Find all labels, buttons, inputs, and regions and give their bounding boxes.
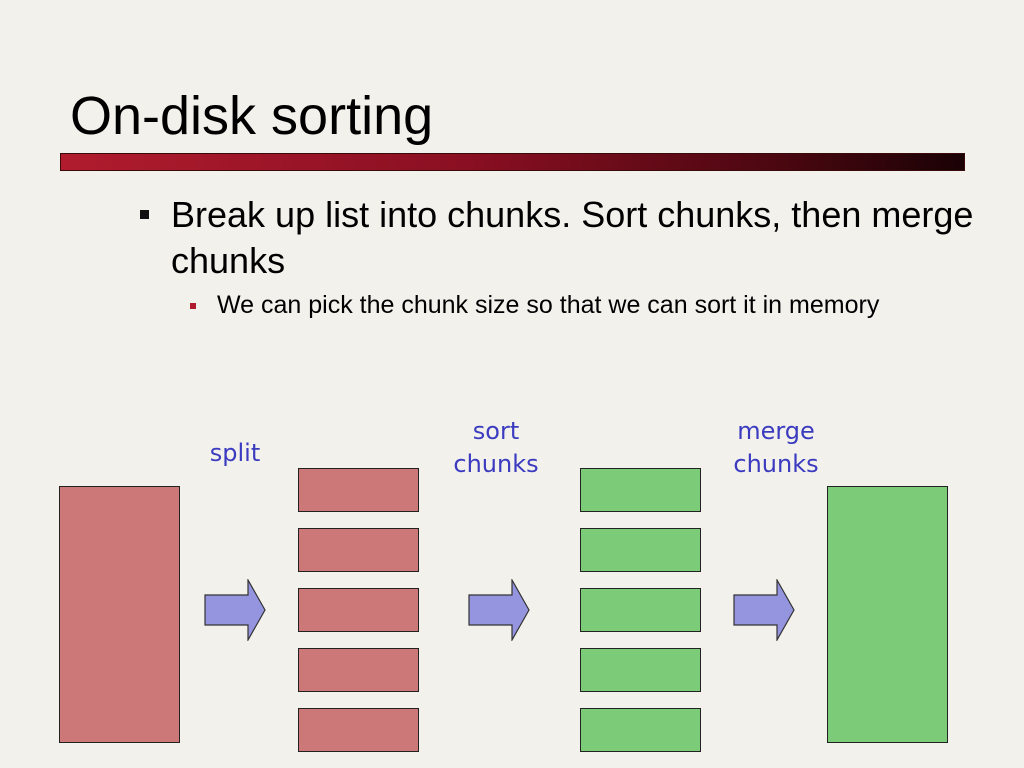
sort-chunks-label-line2: chunks [453, 450, 539, 478]
unsorted-chunk [298, 588, 419, 632]
sort-chunks-label: sort chunks [436, 415, 556, 481]
sort-arrow-icon [468, 579, 530, 641]
unsorted-chunk [298, 468, 419, 512]
merge-chunks-label: merge chunks [716, 415, 836, 481]
merge-chunks-label-line2: chunks [733, 450, 819, 478]
split-arrow-icon [204, 579, 266, 641]
sort-chunks-label-line1: sort [472, 417, 520, 445]
unsorted-chunk [298, 708, 419, 752]
title-underline-bar [60, 153, 965, 171]
sorted-chunk [580, 708, 701, 752]
unsorted-chunk [298, 648, 419, 692]
sorted-chunk [580, 528, 701, 572]
square-bullet-icon [140, 210, 149, 219]
merge-arrow-icon [733, 579, 795, 641]
bullet-text: Break up list into chunks. Sort chunks, … [171, 194, 974, 281]
split-label: split [209, 439, 261, 467]
unsorted-list-block [59, 486, 180, 743]
sorted-chunk [580, 588, 701, 632]
slide-title: On-disk sorting [70, 86, 434, 146]
merged-sorted-list-block [827, 486, 948, 743]
merge-chunks-label-line1: merge [737, 417, 815, 445]
sorted-chunk [580, 648, 701, 692]
sorted-chunk [580, 468, 701, 512]
unsorted-chunk [298, 528, 419, 572]
square-bullet-icon [190, 303, 196, 309]
bullet-text: We can pick the chunk size so that we ca… [217, 291, 880, 319]
